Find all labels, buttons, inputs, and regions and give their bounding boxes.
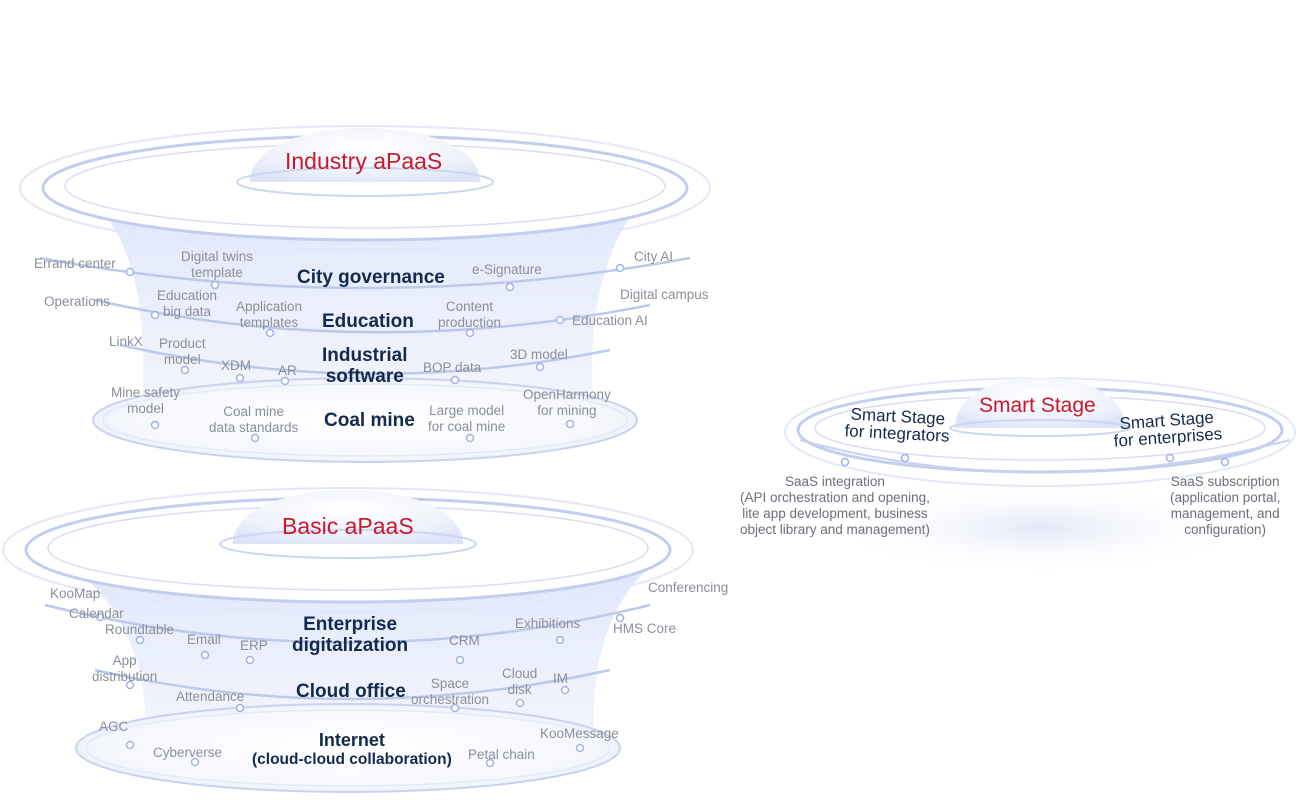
label-ar: AR <box>278 363 297 378</box>
saas-integration-note: SaaS integration (API orchestration and … <box>740 474 930 537</box>
label-3d-model: 3D model <box>510 347 568 362</box>
industry-apaas-title: Industry aPaaS <box>285 148 443 174</box>
ring-education <box>94 298 651 334</box>
ring-cloud-office <box>94 668 611 701</box>
smart-stage-dome <box>955 377 1125 428</box>
label-digital-campus: Digital campus <box>620 287 709 302</box>
layer-coal-mine: Coal mine <box>324 410 415 431</box>
label-koomap: KooMap <box>50 586 101 601</box>
ring-enterprise-digitalization <box>44 603 651 644</box>
smart-stage-shadow <box>820 480 1260 576</box>
label-linkx: LinkX <box>109 334 143 349</box>
layer-education: Education <box>322 311 414 332</box>
label-errand-center: Errand center <box>34 256 116 271</box>
label-xdm: XDM <box>221 358 251 373</box>
label-education-ai: Education AI <box>572 313 648 328</box>
label-exhibitions: Exhibitions <box>515 616 581 631</box>
label-petal-chain: Petal chain <box>468 747 535 762</box>
label-agc: AGC <box>99 719 129 734</box>
label-e-signature: e-Signature <box>472 262 542 277</box>
label-koomessage: KooMessage <box>540 726 619 741</box>
layer-cloud-office: Cloud office <box>296 681 406 702</box>
basic-funnel-body <box>55 555 665 745</box>
basic-base-disk <box>75 703 621 793</box>
label-bop-data: BOP data <box>423 360 482 375</box>
basic-apaas-structure <box>2 487 694 793</box>
industry-apaas-structure <box>19 125 711 463</box>
label-operations: Operations <box>44 294 111 309</box>
label-erp: ERP <box>240 638 268 653</box>
basic-apaas-title: Basic aPaaS <box>282 513 414 539</box>
label-attendance: Attendance <box>176 689 245 704</box>
label-roundtable: Roundtable <box>105 622 175 637</box>
industry-base-disk <box>92 377 638 463</box>
label-im: IM <box>553 671 568 686</box>
label-city-ai: City AI <box>634 249 674 264</box>
label-hms-core: HMS Core <box>613 621 677 636</box>
saas-subscription-note: SaaS subscription (application portal, m… <box>1170 474 1281 537</box>
label-calendar: Calendar <box>69 606 124 621</box>
label-conferencing: Conferencing <box>648 580 729 595</box>
ring-industrial-software <box>119 343 611 376</box>
label-crm: CRM <box>449 633 480 648</box>
smart-stage-structure <box>784 377 1296 576</box>
label-cyberverse: Cyberverse <box>153 745 223 760</box>
layer-internet: Internet(cloud-cloud collaboration) <box>252 730 452 769</box>
layer-city-governance: City governance <box>297 267 445 288</box>
label-email: Email <box>187 632 221 647</box>
smart-stage-title: Smart Stage <box>979 394 1096 417</box>
